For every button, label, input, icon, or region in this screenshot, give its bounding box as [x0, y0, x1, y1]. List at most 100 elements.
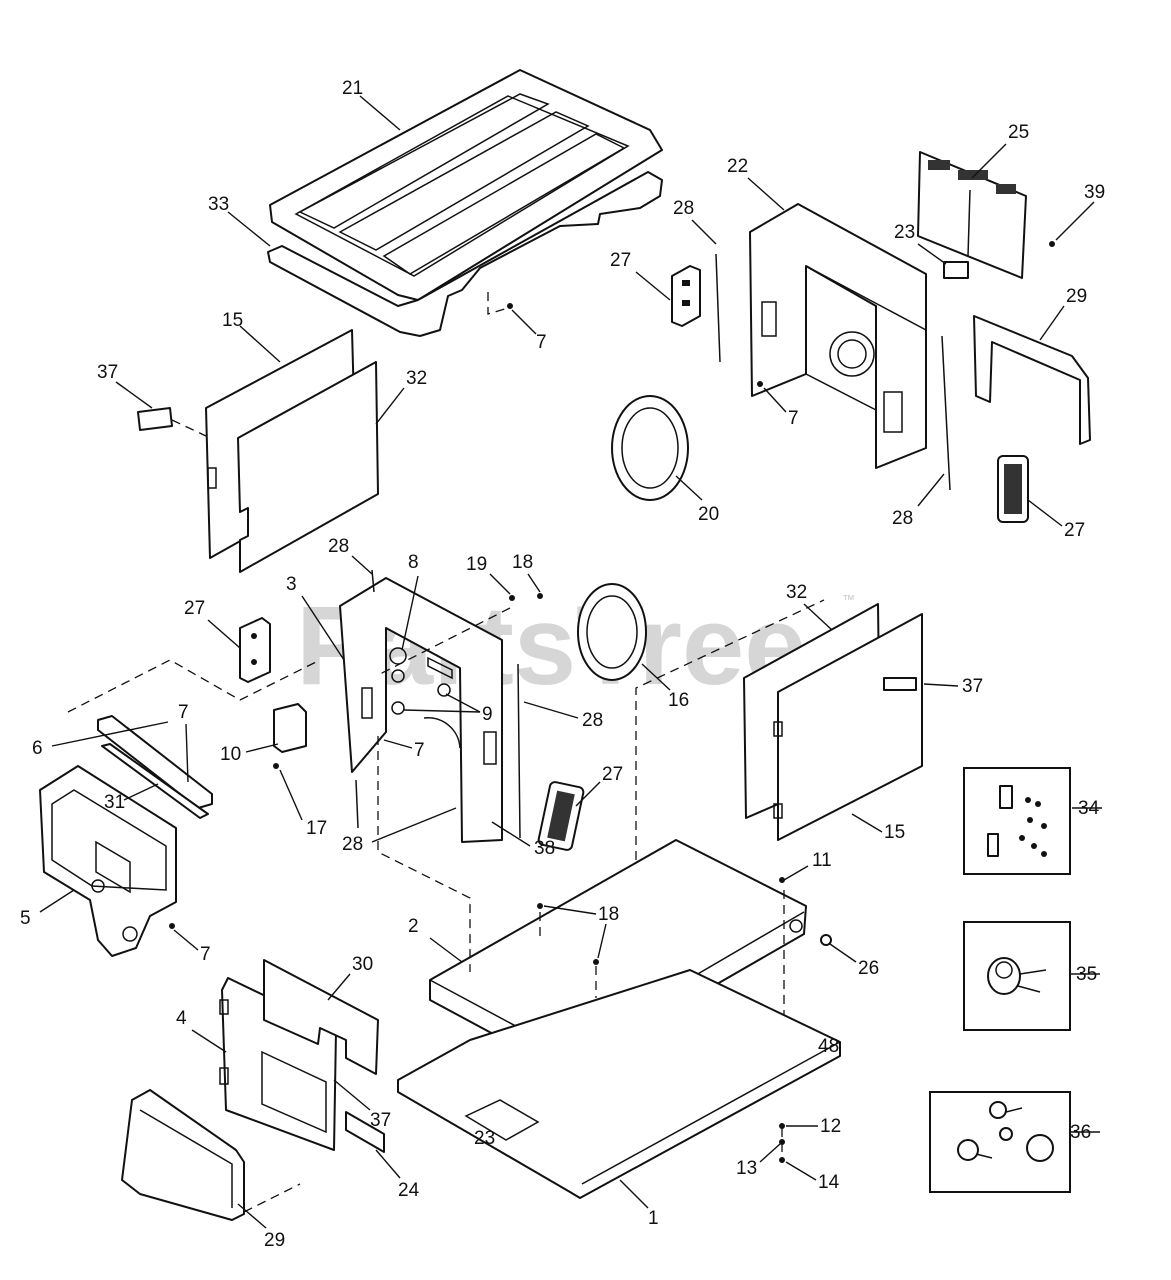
callouts: 21 33 7 15 37 32 28 27 22 25 39 23 29 7 …	[20, 78, 1105, 1251]
callout-4: 4	[176, 1008, 187, 1029]
part-22-rear-frame	[749, 203, 927, 469]
part-23-label-right	[943, 261, 969, 279]
fastener-13	[779, 1139, 785, 1145]
callout-10: 10	[220, 744, 241, 765]
callout-3: 3	[286, 574, 297, 595]
callout-5: 5	[20, 908, 31, 929]
part-10-bracket	[273, 703, 307, 753]
callout-7-right: 7	[788, 408, 799, 429]
fastener-12	[779, 1123, 785, 1129]
callout-1: 1	[648, 1208, 659, 1229]
callout-28-right: 28	[892, 508, 913, 529]
callout-7-bulkhead: 7	[414, 740, 425, 761]
part-37-label-left	[137, 407, 173, 431]
callout-12: 12	[820, 1116, 841, 1137]
fastener-39	[1049, 241, 1055, 247]
callout-28-front-top: 28	[328, 536, 349, 557]
callout-19: 19	[466, 554, 487, 575]
callout-9: 9	[482, 704, 493, 725]
part-15-side-panel-right	[773, 613, 923, 841]
fastener-14	[779, 1157, 785, 1163]
callout-15-right: 15	[884, 822, 905, 843]
fastener-11	[779, 877, 785, 883]
callout-29-front: 29	[264, 1230, 285, 1251]
fastener-18-base-a	[537, 903, 543, 909]
part-28-seal-front-right	[517, 663, 521, 839]
part-24-gasket	[345, 1111, 385, 1153]
part-3-front-bulkhead	[339, 577, 503, 843]
fastener-19	[509, 595, 515, 601]
callout-38: 38	[534, 838, 555, 859]
part-29-vent-hood-front	[121, 1089, 245, 1221]
part-28-seal-upper	[715, 253, 721, 363]
part-21-roof-panel	[269, 69, 663, 301]
callout-18-base: 18	[598, 904, 619, 925]
watermark-trademark: ™	[842, 592, 855, 607]
callout-6: 6	[32, 738, 43, 759]
fastener-18-base-b	[593, 959, 599, 965]
callout-17: 17	[306, 818, 327, 839]
part-29-vent-hood-right	[973, 315, 1091, 445]
callout-29-right: 29	[1066, 286, 1087, 307]
fastener-7-airbox	[169, 923, 175, 929]
part-28-seal-right	[941, 335, 951, 491]
callout-13: 13	[736, 1158, 757, 1179]
kit-box-34	[963, 767, 1071, 875]
callout-20: 20	[698, 504, 719, 525]
callout-27-left: 27	[184, 598, 205, 619]
part-28-seal-front-top	[371, 569, 375, 593]
callout-27-right: 27	[1064, 520, 1085, 541]
callout-27-upper: 27	[610, 250, 631, 271]
callout-24: 24	[398, 1180, 420, 1201]
screw-7-top	[507, 303, 513, 309]
callout-33: 33	[208, 194, 229, 215]
callout-37-right: 37	[962, 676, 983, 697]
fastener-18	[537, 593, 543, 599]
part-27-latch-left	[239, 617, 271, 683]
part-16-seal-ring	[577, 583, 647, 681]
callout-28-front-right: 28	[582, 710, 603, 731]
part-28-seal-front-bottom	[355, 779, 359, 829]
callout-32-left: 32	[406, 368, 427, 389]
kit-box-35	[963, 921, 1071, 1031]
part-25-control-panel	[917, 151, 1027, 279]
callout-8: 8	[408, 552, 419, 573]
part-5-air-box	[39, 765, 177, 957]
callout-16: 16	[668, 690, 689, 711]
callout-21: 21	[342, 78, 363, 99]
guide-line-upper-left	[67, 659, 321, 713]
part-30-gasket	[263, 959, 379, 1075]
base-marking-right: 48	[818, 1036, 839, 1057]
part-1-base-pan: 23 48	[397, 969, 841, 1199]
callout-7-airbox: 7	[200, 944, 211, 965]
assembly-guide-lines	[243, 599, 825, 1213]
part-27-latch-upper	[671, 265, 701, 327]
part-26-plug	[820, 934, 832, 946]
callout-32-right: 32	[786, 582, 807, 603]
callout-37-left: 37	[97, 362, 118, 383]
callout-37-front: 37	[370, 1110, 391, 1131]
callout-18-top: 18	[512, 552, 533, 573]
part-32-insulation-left	[237, 361, 379, 573]
callout-2: 2	[408, 916, 419, 937]
part-31-rail	[101, 743, 209, 819]
fastener-17	[273, 763, 279, 769]
part-27-louver-right	[997, 455, 1029, 523]
base-marking-left: 23	[474, 1128, 495, 1149]
label-leader-left	[171, 419, 207, 437]
callout-26: 26	[858, 958, 879, 979]
kit-box-36	[929, 1091, 1071, 1193]
callout-28-upper: 28	[673, 198, 694, 219]
part-27-louver-front	[537, 781, 585, 851]
callout-14: 14	[818, 1172, 840, 1193]
callout-27-front: 27	[602, 764, 623, 785]
part-6-rail	[97, 715, 213, 809]
callout-22: 22	[727, 156, 748, 177]
fastener-leader-7-top	[487, 292, 509, 315]
callout-39: 39	[1084, 182, 1105, 203]
part-33-roof-gasket	[267, 171, 663, 337]
callout-30: 30	[352, 954, 373, 975]
callout-23: 23	[894, 222, 915, 243]
